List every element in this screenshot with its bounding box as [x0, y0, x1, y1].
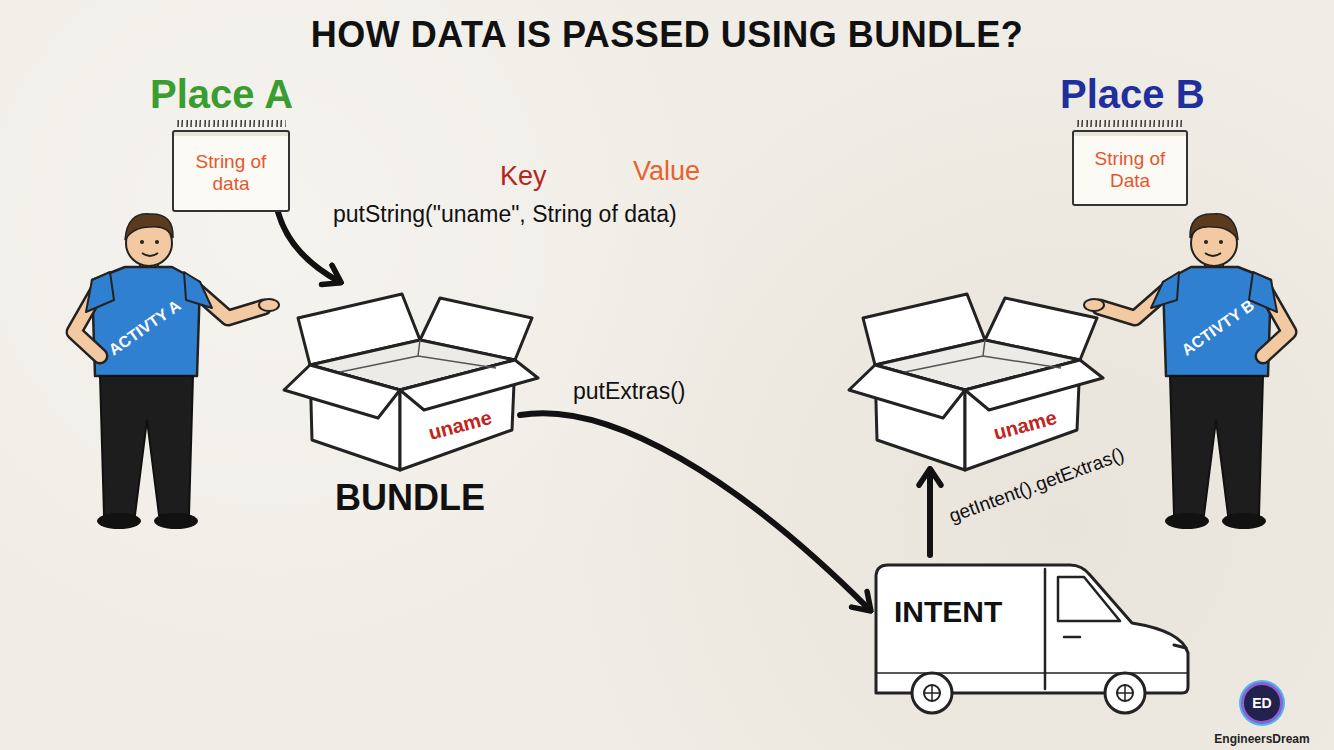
- sleeve: [86, 272, 114, 312]
- label-wrap: Key: [500, 160, 547, 192]
- mouth: [142, 253, 158, 256]
- box-flap: [965, 360, 1103, 410]
- sleeve: [184, 272, 212, 308]
- person-figure: [1084, 214, 1289, 529]
- van-door: [1044, 569, 1047, 689]
- trousers: [100, 376, 193, 515]
- hair: [125, 214, 173, 240]
- code-label: putString("uname", String of data): [333, 201, 677, 229]
- shoe: [1165, 513, 1209, 529]
- intent-van: INTENT: [870, 555, 1195, 715]
- eye: [155, 240, 159, 244]
- box-inner-edge: [905, 340, 1061, 372]
- mouth: [1205, 253, 1221, 256]
- box-flap: [284, 365, 400, 418]
- box-heading-wrap: BUNDLE: [270, 478, 550, 518]
- bundle-box: unameBUNDLE: [300, 280, 520, 470]
- van-trim: [876, 672, 1188, 674]
- sleeve: [1151, 272, 1179, 308]
- key-label: Key: [500, 160, 547, 192]
- logo-badge: EDEngineersDream: [1241, 682, 1283, 724]
- label-wrap: Value: [633, 155, 700, 187]
- title-wrap: HOW DATA IS PASSED USING BUNDLE?: [0, 14, 1334, 56]
- flow-arrow: [927, 470, 933, 555]
- van-label: INTENT: [894, 595, 1002, 628]
- box-heading: BUNDLE: [335, 478, 485, 518]
- place-label: Place A: [150, 70, 293, 118]
- bundle-box: uname: [865, 280, 1085, 470]
- open-box-outline: [300, 280, 520, 470]
- hand: [259, 299, 279, 311]
- van-wheel: [1105, 673, 1145, 713]
- flow-arrow: [520, 413, 870, 610]
- eye: [1204, 240, 1208, 244]
- edge-label: putExtras(): [573, 378, 685, 406]
- van-hub-cross: [1117, 685, 1133, 701]
- trousers: [1170, 376, 1263, 515]
- van-hub-cross: [924, 685, 940, 701]
- edge-label-wrap: putExtras(): [573, 378, 685, 406]
- van-hub: [924, 685, 940, 701]
- shoe: [1222, 513, 1266, 529]
- box-flap: [400, 360, 538, 410]
- open-box-outline: [865, 280, 1085, 470]
- note-text: String of data: [180, 151, 282, 195]
- label-wrap: Place A: [150, 70, 293, 118]
- shirt-text: ACTIVTY A: [106, 297, 185, 359]
- logo-caption: EngineersDream: [1214, 732, 1309, 746]
- notepad: String of Data: [1072, 130, 1188, 206]
- van-window: [1058, 577, 1120, 621]
- shoe: [97, 513, 141, 529]
- eye: [140, 240, 144, 244]
- van-outline: [870, 555, 1195, 715]
- logo-caption-wrap: EngineersDream: [1198, 729, 1326, 747]
- activity-shirt: ACTIVTY A: [97, 290, 193, 366]
- hair: [1190, 214, 1238, 240]
- notepad: String of data: [172, 130, 290, 212]
- activity-shirt: ACTIVTY B: [1170, 290, 1266, 366]
- van-wheel: [912, 673, 952, 713]
- place-label: Place B: [1060, 70, 1205, 118]
- hand: [1084, 299, 1104, 311]
- eye: [1219, 240, 1223, 244]
- flow-arrow: [278, 212, 340, 282]
- shoe: [154, 513, 198, 529]
- value-label: Value: [633, 155, 700, 187]
- logo-mark: ED: [1252, 695, 1271, 711]
- note-text: String of Data: [1080, 148, 1180, 192]
- van-hub: [1117, 685, 1133, 701]
- van-light: [1174, 645, 1186, 648]
- shirt-text: ACTIVTY B: [1178, 297, 1257, 360]
- label-wrap: Place B: [1060, 70, 1205, 118]
- diagram-title: HOW DATA IS PASSED USING BUNDLE?: [311, 14, 1024, 56]
- van-text-wrap: INTENT: [894, 595, 1002, 628]
- van-handle: [1064, 636, 1080, 639]
- box-inner-edge: [340, 340, 496, 372]
- label-wrap: putString("uname", String of data): [333, 201, 677, 229]
- person-figure: [74, 214, 279, 529]
- box-flap: [849, 365, 965, 418]
